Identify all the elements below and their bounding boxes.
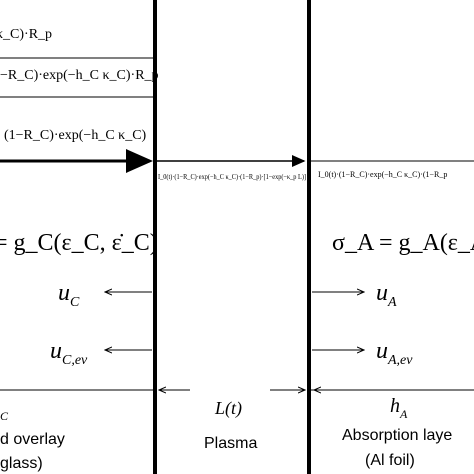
- uaev-label: uA,ev: [376, 338, 413, 368]
- right-layer-label-1: Absorption laye: [342, 427, 452, 444]
- left-layer-label-1: d overlay: [0, 431, 65, 448]
- uc-label: uC: [58, 280, 80, 310]
- left-layer-label-2: glass): [0, 455, 43, 472]
- ua-label: uA: [376, 280, 397, 310]
- hc-label: C: [0, 409, 9, 423]
- absorption-incident-eq: I_0(t)·(1−R_C)·exp(−h_C κ_C)·(1−R_p: [318, 170, 447, 179]
- ha-label: hA: [390, 395, 408, 421]
- plasma-length-label: L(t): [214, 398, 242, 419]
- left-constitutive-eq: = g_C(ε_C, ε̇_C): [0, 230, 158, 256]
- second-reflect-eq: −R_C)·exp(−h_C κ_C)·R_p: [0, 68, 159, 83]
- ucev-label: uC,ev: [50, 338, 88, 368]
- top-reflect-eq: κ_C)·R_p: [0, 27, 52, 42]
- plasma-label: Plasma: [204, 435, 257, 452]
- plasma-transmit-eq: I_0(t)·(1−R_C)·exp(−h_C κ_C)·(1−R_p)·[1−…: [158, 173, 306, 181]
- right-layer-label-2: (Al foil): [365, 452, 415, 469]
- incident-eq: (1−R_C)·exp(−h_C κ_C): [4, 128, 147, 143]
- right-constitutive-eq: σ_A = g_A(ε_A, ε̇: [332, 230, 474, 256]
